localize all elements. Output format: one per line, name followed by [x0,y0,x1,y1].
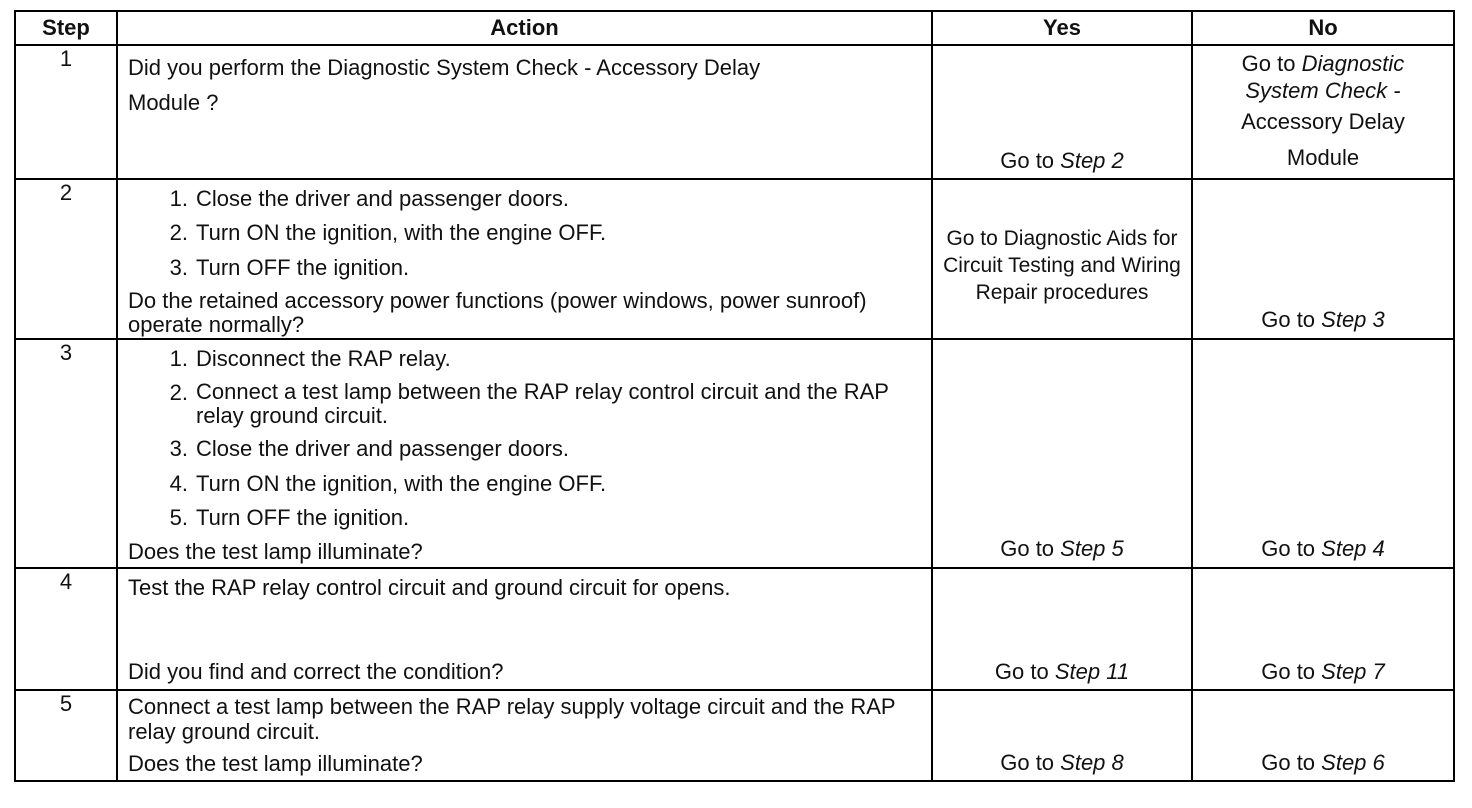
step-number: 3 [14,337,118,569]
item-number: 3. [169,254,188,280]
item-number: 4. [169,470,188,496]
item-number: 2. [169,220,188,246]
table-row: 3 1. Disconnect the RAP relay. 2. Connect … [14,337,1455,569]
list-item: 2. Connect a test lamp between the RAP re… [128,378,921,429]
yes-cell: Go to Step 5 [931,337,1193,569]
no-cell: Go to Step 4 [1191,337,1455,569]
yes-prefix: Go to [994,658,1055,684]
table-row: 1 Did you perform the Diagnostic System … [14,44,1455,180]
yes-link[interactable]: Step 8 [1060,749,1124,775]
no-link-rest2: Module [1286,145,1360,170]
action-cell: Test the RAP relay control circuit and g… [116,566,933,692]
no-cell: Go to Step 6 [1191,689,1455,783]
item-text: Turn OFF the ignition. [196,505,410,531]
item-text: Close the driver and passenger doors. [196,186,569,211]
item-number: 5. [169,505,188,531]
no-cell: Go to Step 7 [1191,566,1455,692]
action-question-mark: ? [206,90,219,115]
list-item: 4. Turn ON the ignition, with the engine … [128,471,921,497]
action-cell: 1. Disconnect the RAP relay. 2. Connect a … [116,337,933,569]
no-prefix: Go to [1261,749,1322,775]
action-cell: 1.Close the driver and passenger doors. … [116,178,933,340]
item-text: Connect a test lamp between the RAP rela… [196,378,889,429]
step-number: 5 [14,689,118,783]
action-question: Do the retained accessory power function… [128,288,867,338]
yes-prefix: Go to [1000,536,1061,562]
action-text: Connect a test lamp between the RAP rela… [128,694,896,744]
no-prefix: Go to [1261,307,1322,333]
no-prefix: Go to [1261,658,1322,684]
action-question: Does the test lamp illuminate? [128,539,423,565]
item-text: Turn ON the ignition, with the engine OF… [196,220,607,246]
action-question: Did you find and correct the condition? [128,658,504,684]
instruction-list: 1.Close the driver and passenger doors. … [128,186,921,281]
header-row: Step Action Yes No [14,10,1455,46]
list-item: 3. Close the driver and passenger doors. [128,436,921,462]
yes-link[interactable]: Step 11 [1054,658,1130,684]
table-row: 2 1. Close the driver and passenger doors… [14,178,1455,340]
list-item: 5. Turn OFF the ignition. [128,505,921,531]
yes-prefix: Go to [1000,749,1061,775]
item-number: 1. [169,345,188,371]
action-cell: Did you perform the Diagnostic System Ch… [116,44,933,180]
no-cell: Go to Diagnostic System Check - Accessor… [1191,44,1455,180]
no-prefix: Go to [1261,536,1322,562]
no-link[interactable]: Step 6 [1321,749,1385,775]
item-number: 3. [169,436,188,462]
diagnostic-table: Step Action Yes No 1 Did you perform the… [14,10,1455,783]
header-no: No [1191,10,1455,46]
item-number: 1. [169,186,188,211]
no-link[interactable]: Step 4 [1321,536,1385,562]
no-cell: Go to Step 3 [1191,178,1455,340]
item-text: Turn ON the ignition, with the engine OF… [196,470,607,496]
yes-cell: Go to Step 8 [931,689,1193,783]
no-link[interactable]: Diagnostic System Check - [1245,51,1405,103]
item-text: Turn OFF the ignition. [196,254,410,280]
header-yes: Yes [931,10,1193,46]
list-item: 1. Disconnect the RAP relay. [128,346,921,372]
list-item: 1. Close the driver and passenger doors. [128,186,921,212]
list-item: 2. Turn ON the ignition, with the engine … [128,220,921,246]
step-number: 2 [14,178,118,340]
yes-cell: Go to Diagnostic Aids for Circuit Testin… [931,178,1193,340]
header-action: Action [116,10,933,46]
list-item: 3. Turn OFF the ignition. [128,255,921,281]
table-row: 4 Test the RAP relay control circuit and… [14,566,1455,692]
yes-cell: Go to Step 2 [931,44,1193,180]
action-cell: Connect a test lamp between the RAP rela… [116,689,933,783]
no-prefix: Go to [1241,51,1302,76]
action-text: Did you perform the Diagnostic System Ch… [128,55,761,80]
step-number: 4 [14,566,118,692]
action-text: Test the RAP relay control circuit and g… [128,574,731,600]
instruction-list: 1. Disconnect the RAP relay. 2. Connect a … [128,346,921,532]
yes-text[interactable]: Go to Diagnostic Aids for Circuit Testin… [943,227,1181,305]
no-link[interactable]: Step 7 [1321,658,1385,684]
item-text: Close the driver and passenger doors. [196,436,569,462]
yes-link[interactable]: Step 5 [1060,536,1124,562]
item-text: Disconnect the RAP relay. [196,345,451,371]
yes-cell: Go to Step 11 [931,566,1193,692]
action-text-cont: Module [128,90,201,115]
yes-link[interactable]: Step 2 [1060,147,1124,173]
yes-prefix: Go to [1000,147,1061,173]
item-number: 2. [169,379,188,405]
header-step: Step [14,10,118,46]
no-link[interactable]: Step 3 [1321,307,1385,333]
step-number: 1 [14,44,118,180]
table-row: 5 Connect a test lamp between the RAP re… [14,689,1455,783]
no-link-rest: Accessory Delay [1241,109,1405,134]
action-question: Does the test lamp illuminate? [128,750,423,776]
